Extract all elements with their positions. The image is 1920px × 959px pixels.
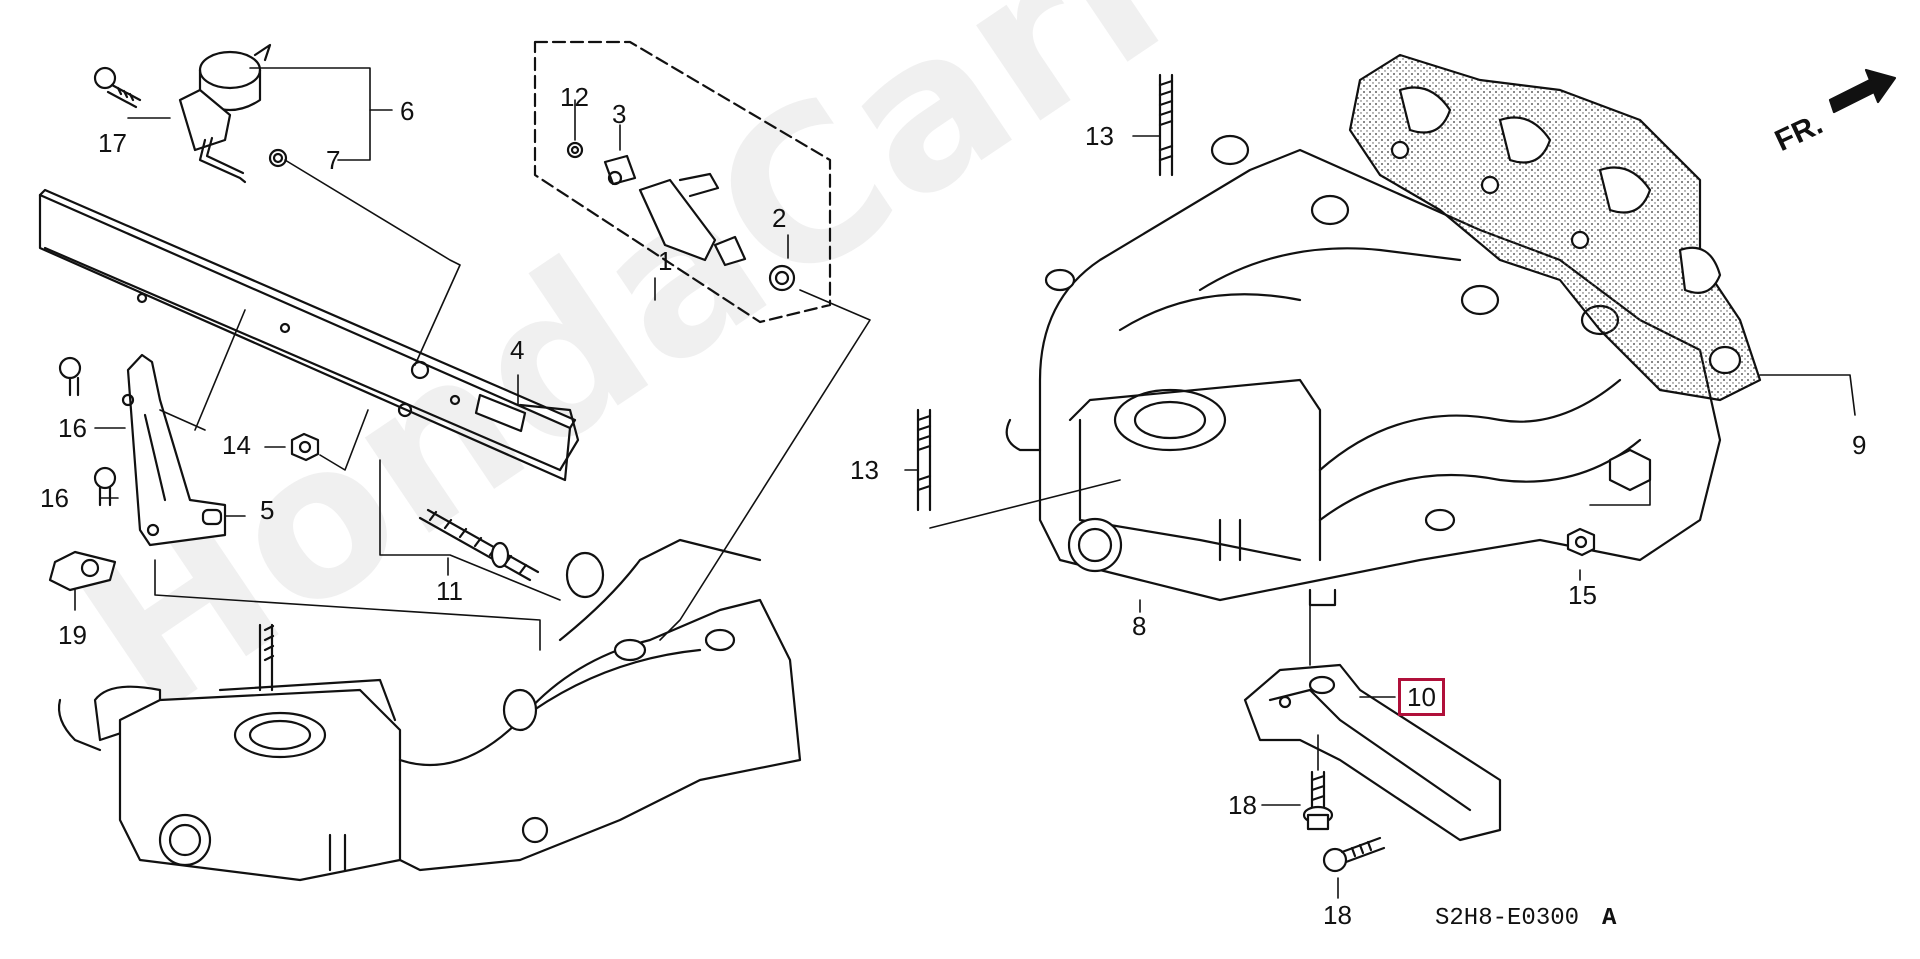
callout-3: 3 xyxy=(612,99,627,129)
injector-assembly xyxy=(533,40,832,324)
nut-14 xyxy=(290,432,320,462)
callout-5: 5 xyxy=(260,495,275,525)
callout-14: 14 xyxy=(222,430,251,460)
callout-6: 6 xyxy=(400,96,415,126)
callout-1: 1 xyxy=(658,246,673,276)
callout-15: 15 xyxy=(1568,580,1597,610)
fuel-rail xyxy=(38,188,580,482)
callout-18-lower: 18 xyxy=(1323,900,1352,930)
gasket-9 xyxy=(1348,53,1762,402)
bolt-16-lower xyxy=(93,466,117,507)
bolt-18-upper xyxy=(1302,770,1334,831)
clip-19 xyxy=(48,550,117,592)
callout-16-upper: 16 xyxy=(58,413,87,443)
callout-8: 8 xyxy=(1132,611,1147,641)
callout-13-upper: 13 xyxy=(1085,121,1114,151)
callout-18-upper: 18 xyxy=(1228,790,1257,820)
leader-lines xyxy=(74,67,1856,899)
bolt-16-upper xyxy=(58,356,82,397)
callout-10: 10 xyxy=(1398,678,1445,716)
stud-13-upper xyxy=(1158,73,1174,177)
bracket-5 xyxy=(121,353,227,547)
bolt-18-lower xyxy=(1322,836,1386,873)
callout-7: 7 xyxy=(326,145,341,175)
callout-16-lower: 16 xyxy=(40,483,69,513)
front-arrow-icon xyxy=(1828,68,1897,114)
intake-manifold-left xyxy=(57,538,802,882)
callout-11: 11 xyxy=(436,576,463,606)
callout-17: 17 xyxy=(98,128,127,158)
pressure-regulator xyxy=(178,43,288,184)
stud-13-lower xyxy=(916,408,932,512)
callout-4: 4 xyxy=(510,335,525,365)
callout-2: 2 xyxy=(772,203,787,233)
callout-9: 9 xyxy=(1852,430,1867,460)
bolt-17 xyxy=(93,66,142,109)
stud-11 xyxy=(418,508,540,582)
diagram-revision: A xyxy=(1602,905,1617,932)
nut-15 xyxy=(1566,527,1596,557)
callout-12: 12 xyxy=(560,82,589,112)
diagram-code: S2H8-E0300 xyxy=(1435,905,1580,932)
callout-19: 19 xyxy=(58,620,87,650)
callout-13-lower: 13 xyxy=(850,455,879,485)
stay-bracket-10 xyxy=(1243,663,1502,842)
